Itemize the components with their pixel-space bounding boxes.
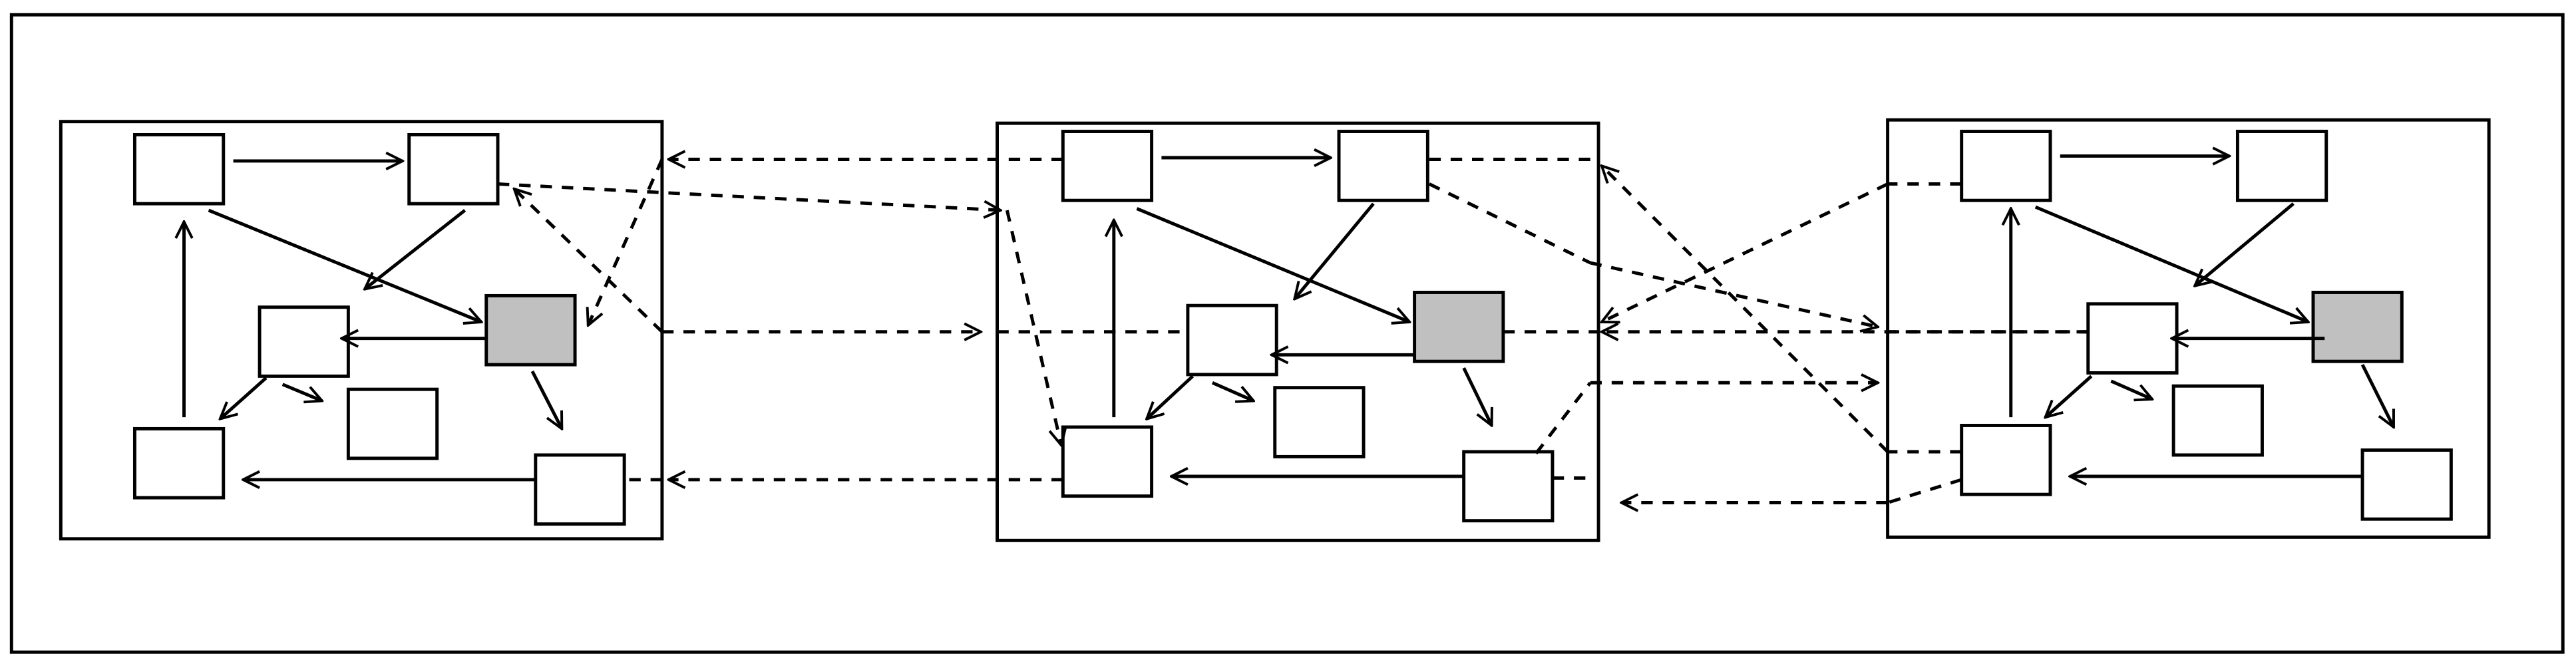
- edge-arrow: [1136, 207, 1409, 322]
- cluster-frame: [1886, 118, 2491, 539]
- edge-arrow: [220, 377, 268, 419]
- node-box: [534, 453, 626, 526]
- node-box: [1186, 303, 1278, 377]
- edge-arrow: [365, 209, 466, 289]
- dashed-edge: [1887, 478, 1962, 504]
- edge-arrow: [1294, 202, 1375, 299]
- edge-arrow: [281, 383, 322, 401]
- node-box: [1960, 423, 2052, 496]
- edge-arrow: [1147, 375, 1194, 418]
- node-box: [2171, 384, 2264, 457]
- node-box: [1273, 386, 1366, 458]
- edge-arrow: [2046, 375, 2093, 417]
- node-box-highlighted: [1413, 291, 1505, 363]
- dashed-edge: [1602, 182, 1889, 322]
- edge-arrow: [530, 370, 564, 428]
- node-box: [1061, 425, 1154, 498]
- node-box: [258, 305, 350, 378]
- node-box: [132, 426, 226, 500]
- node-box: [1462, 450, 1555, 523]
- node-box: [407, 132, 500, 206]
- dashed-edge: [588, 158, 664, 325]
- edge-arrow: [1211, 381, 1254, 401]
- node-box: [2235, 130, 2328, 202]
- dashed-edge: [1590, 261, 1878, 327]
- node-box-highlighted: [484, 293, 577, 367]
- edge-arrow: [1462, 367, 1492, 425]
- dashed-edge: [1602, 166, 1889, 453]
- dashed-edge: [1535, 381, 1592, 454]
- node-box: [1337, 130, 1429, 202]
- cluster-left: [59, 120, 664, 541]
- node-box-highlighted: [2311, 291, 2404, 363]
- edge-arrow: [2195, 202, 2295, 285]
- node-box: [1061, 130, 1154, 202]
- outer-frame: [9, 13, 2565, 654]
- edge-arrow: [208, 208, 482, 322]
- dashed-edge: [1428, 182, 1591, 265]
- node-box: [2360, 448, 2453, 521]
- edge-arrow: [2110, 379, 2152, 399]
- dashed-edge: [1005, 210, 1061, 445]
- edge-arrow: [2360, 364, 2396, 427]
- node-box: [132, 132, 226, 206]
- node-box: [1960, 130, 2052, 202]
- dashed-edge: [514, 189, 663, 333]
- node-box: [2086, 302, 2179, 375]
- edge-arrow: [2034, 205, 2308, 322]
- cluster-right: [1886, 118, 2491, 539]
- node-box: [346, 387, 439, 460]
